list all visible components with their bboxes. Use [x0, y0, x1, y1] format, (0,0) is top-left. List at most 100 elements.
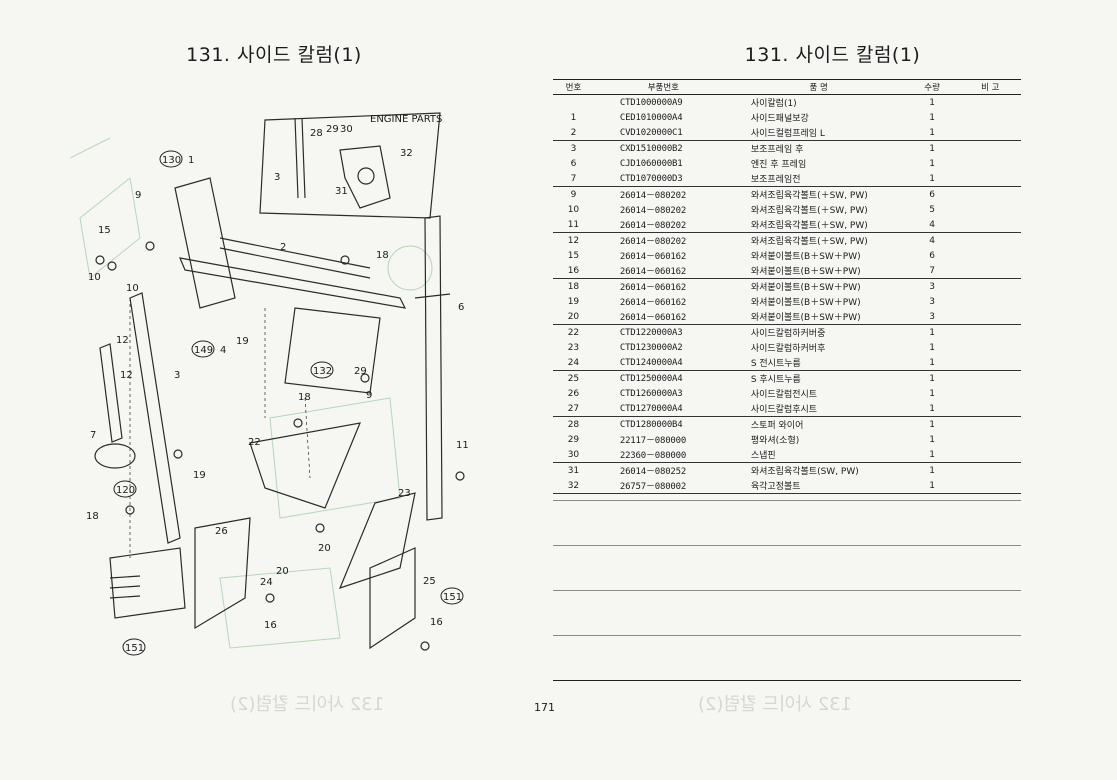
- callout-label: 132: [313, 366, 332, 377]
- remarks: [960, 432, 1021, 447]
- callout-29: 29: [326, 124, 339, 135]
- callout-29: 29: [354, 366, 367, 377]
- part-name: 육각고정볼트: [732, 478, 905, 494]
- callout-16: 16: [264, 620, 277, 631]
- part-number: 26014－080202: [593, 186, 733, 202]
- callout-label: 18: [376, 250, 389, 261]
- callout-label: 31: [335, 186, 348, 197]
- part-name: 와셔조립육각볼트(＋SW, PW): [750, 206, 868, 216]
- item-number: 1: [570, 112, 577, 123]
- callout-9: 9: [366, 390, 372, 401]
- remarks: [960, 171, 1021, 187]
- item-number: 10: [567, 204, 580, 215]
- callout-19: 19: [193, 470, 206, 481]
- header-no: 번호: [553, 79, 594, 95]
- part-name: 사이드칼럼하커버중: [732, 324, 905, 340]
- header-quantity: 수량: [904, 79, 960, 95]
- item-number: 27: [567, 403, 580, 414]
- bleed-through-text: 132 사이드 칼럼(2): [698, 694, 853, 715]
- part-name: 보조프레임 후: [732, 140, 905, 156]
- item-number: 29: [567, 434, 580, 445]
- part-number: CTD1250000A4: [593, 370, 733, 386]
- empty-row-divider: [553, 545, 1021, 546]
- callout-label: 20: [318, 543, 331, 554]
- part-number: CTD1230000A2: [619, 342, 683, 353]
- callout-label: 6: [458, 302, 464, 313]
- remarks: [959, 370, 1021, 386]
- part-name: 평와셔(소형): [750, 436, 800, 446]
- item-number: 23: [567, 342, 580, 353]
- remarks: [960, 309, 1021, 325]
- item-number: 2: [570, 127, 577, 138]
- callout-3: 3: [274, 172, 280, 183]
- quantity: 1: [929, 127, 935, 138]
- part-name: S 후시트누름: [732, 370, 905, 386]
- callout-label: 23: [398, 488, 411, 499]
- callout-label: 16: [264, 620, 277, 631]
- callout-151: 151: [122, 638, 146, 656]
- remarks: [960, 294, 1021, 309]
- part-name: 와셔조립육각볼트(＋SW, PW): [732, 186, 905, 202]
- bleed-through-text: 132 사이드 칼럼(2): [230, 694, 385, 715]
- callout-label: 11: [456, 440, 469, 451]
- part-name: 사이드칼럼전시트: [750, 390, 818, 400]
- callout-label: 18: [86, 511, 99, 522]
- callout-label: 16: [430, 617, 443, 628]
- part-name: 와셔붙이볼트(B＋SW＋PW): [750, 313, 861, 323]
- callout-label: 30: [340, 124, 353, 135]
- callout-18: 18: [86, 511, 99, 522]
- left-page-title: 131. 사이드 칼럼(1): [186, 44, 362, 66]
- quantity: 1: [904, 324, 960, 340]
- remarks: [959, 324, 1021, 340]
- callout-label: 28: [310, 128, 323, 139]
- callout-23: 23: [398, 488, 411, 499]
- callout-149: 149: [191, 340, 215, 358]
- quantity: 1: [904, 462, 960, 478]
- part-name: 와셔조립육각볼트(＋SW, PW): [750, 221, 868, 231]
- part-name: 사이드칼럼하커버후: [750, 344, 826, 354]
- callout-120: 120: [113, 480, 137, 498]
- item-number: 30: [567, 449, 580, 460]
- callout-30: 30: [340, 124, 353, 135]
- part-number: 26014－080252: [593, 462, 733, 478]
- remarks: [960, 386, 1021, 401]
- callout-20: 20: [318, 543, 331, 554]
- quantity: 1: [929, 112, 935, 123]
- callout-18: 18: [298, 392, 311, 403]
- header-remarks: 비 고: [959, 79, 1021, 95]
- callout-label: 2: [280, 242, 286, 253]
- callout-9: 9: [135, 190, 141, 201]
- header-part-number: 부품번호: [593, 79, 733, 95]
- callout-label: 29: [354, 366, 367, 377]
- remarks: [960, 355, 1021, 371]
- part-number: CTD1260000A3: [619, 388, 683, 399]
- callout-label: 19: [236, 336, 249, 347]
- quantity: 1: [929, 449, 935, 460]
- remarks: [960, 248, 1021, 263]
- callout-label: 10: [88, 272, 101, 283]
- part-name: 와셔조립육각볼트(SW, PW): [732, 462, 905, 478]
- callout-12: 12: [116, 335, 129, 346]
- item-number: 16: [567, 265, 580, 276]
- item-number: 12: [553, 232, 594, 248]
- item-number: 22: [553, 324, 594, 340]
- callout-2: 2: [280, 242, 286, 253]
- part-name: 사이드패널보강: [750, 114, 809, 124]
- callout-10: 10: [88, 272, 101, 283]
- item-number: 31: [553, 462, 594, 478]
- quantity: 3: [929, 311, 935, 322]
- remarks: [959, 416, 1021, 432]
